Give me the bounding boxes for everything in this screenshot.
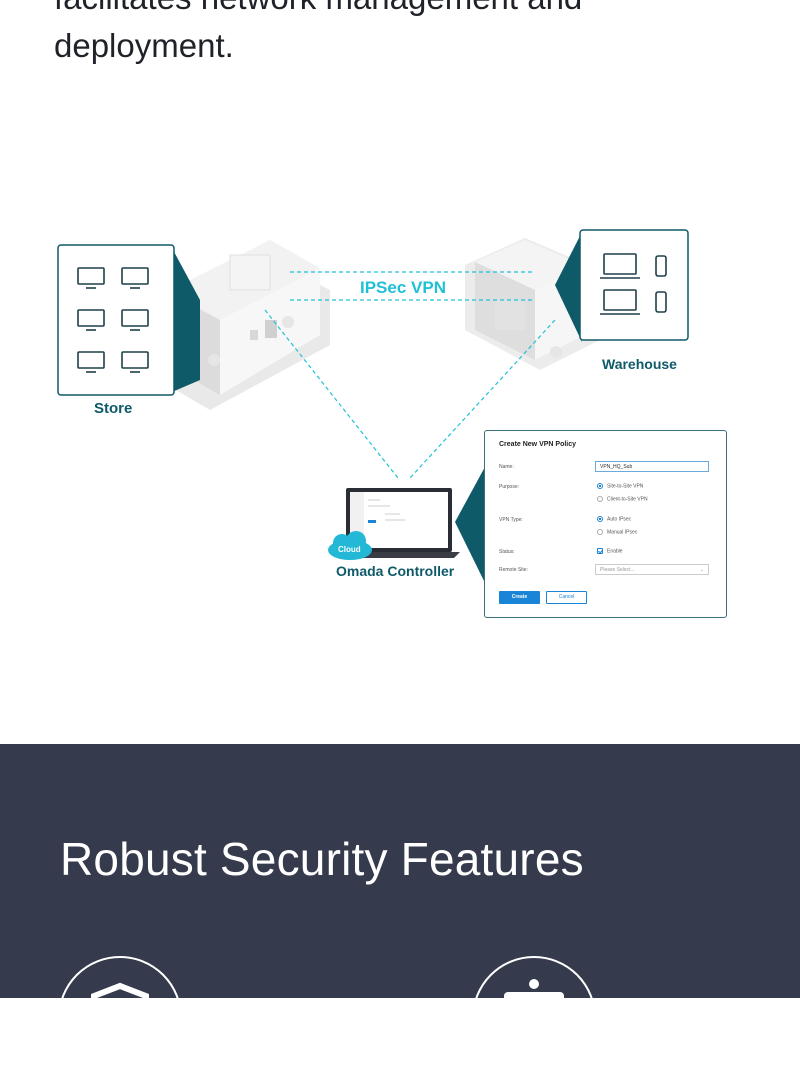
vpn-type-option-auto[interactable]: Auto IPsec <box>597 516 631 522</box>
security-features-section: Robust Security Features <box>0 744 800 1080</box>
purpose-label: Purpose: <box>499 484 520 490</box>
warehouse-label: Warehouse <box>602 356 677 372</box>
purpose-option-client[interactable]: Client-to-Site VPN <box>597 496 648 502</box>
vpn-type-option-manual[interactable]: Manual IPsec <box>597 529 637 535</box>
vpn-label: IPSec VPN <box>360 278 446 297</box>
remote-site-select[interactable]: Please Select... ⌄ <box>595 564 709 575</box>
name-label: Name: <box>499 464 514 470</box>
store-device-panel <box>57 244 200 396</box>
cloud-icon <box>328 531 372 560</box>
shield-icon <box>58 956 182 1080</box>
cancel-button[interactable]: Cancel <box>546 591 587 604</box>
warehouse-building <box>465 238 600 370</box>
warehouse-device-panel <box>555 229 689 342</box>
section-heading: Robust Security Features <box>60 833 584 885</box>
device-icon <box>472 956 596 1080</box>
vpn-policy-panel: Create New VPN Policy Name: VPN_HQ_Sub P… <box>484 430 727 618</box>
cloud-label: Cloud <box>338 545 361 554</box>
chevron-down-icon: ⌄ <box>699 567 704 573</box>
purpose-option-site[interactable]: Site-to-Site VPN <box>597 483 643 489</box>
status-checkbox[interactable]: Enable <box>597 548 623 554</box>
panel-title: Create New VPN Policy <box>499 441 577 448</box>
remote-site-label: Remote Site: <box>499 567 528 573</box>
controller-laptop <box>338 488 460 558</box>
radio-icon <box>597 529 603 535</box>
controller-label: Omada Controller <box>336 563 455 579</box>
network-diagram <box>57 229 689 585</box>
policy-panel-pointer <box>455 465 486 585</box>
radio-selected-icon <box>597 483 603 489</box>
vpn-lines <box>264 271 556 479</box>
intro-paragraph: facilitates network management and deplo… <box>54 0 754 70</box>
name-input[interactable]: VPN_HQ_Sub <box>595 461 709 472</box>
store-label: Store <box>94 400 133 417</box>
radio-icon <box>597 496 603 502</box>
intro-line-1: facilitates network management and <box>54 0 582 16</box>
vpn-type-label: VPN Type: <box>499 517 523 523</box>
intro-line-2: deployment. <box>54 27 234 64</box>
create-button[interactable]: Create <box>499 591 540 604</box>
checkbox-checked-icon <box>597 548 603 554</box>
status-label: Status: <box>499 549 515 555</box>
radio-selected-icon <box>597 516 603 522</box>
